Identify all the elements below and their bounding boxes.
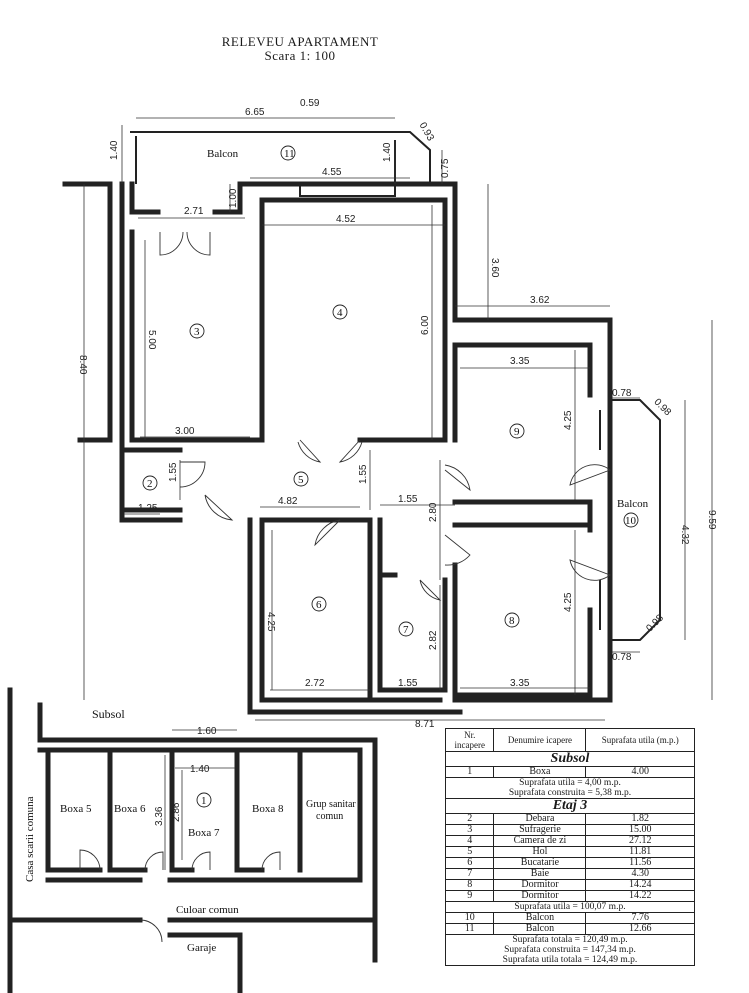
room-labels: Balcon 11 3 4 2 5 9 Balcon 10 6 7 8 — [142, 145, 649, 637]
grup-sanitar-label: Grup sanitar — [306, 799, 356, 810]
dim-4-25-c: 4.25 — [265, 612, 276, 632]
dimension-labels: 6.65 0.59 0.93 1.40 1.40 0.75 4.55 1.00 … — [77, 98, 717, 730]
balcon-right-label: Balcon — [617, 498, 649, 510]
room-2-number: 2 — [147, 478, 153, 490]
dim-9-59: 9.59 — [706, 510, 717, 530]
boxa-8-label: Boxa 8 — [252, 803, 284, 815]
dim-4-55: 4.55 — [322, 167, 342, 178]
garaje-label: Garaje — [187, 942, 216, 954]
section-subsol: Subsol — [445, 751, 695, 767]
dim-4-52: 4.52 — [336, 214, 356, 225]
grup-sanitar-comun-label: comun — [316, 811, 343, 822]
dim-3-35-b: 3.35 — [510, 678, 530, 689]
basement-dim-2-86: 2.86 — [171, 802, 182, 822]
dim-4-25-a: 4.25 — [563, 410, 574, 430]
dim-4-82: 4.82 — [278, 496, 298, 507]
room-6-number: 6 — [316, 599, 322, 611]
dim-4-25-b: 4.25 — [563, 592, 574, 612]
area-table: Nr.incapere Denumire icapere Suprafata u… — [444, 728, 695, 966]
subsol-util: Suprafata utila = 4,00 m.p.Suprafata con… — [445, 777, 695, 799]
dim-4-32: 4.32 — [679, 525, 690, 545]
dim-8-40: 8.40 — [77, 355, 88, 375]
dim-0-75: 0.75 — [440, 158, 451, 178]
balcon-top-label: Balcon — [207, 148, 239, 160]
subsol-title: Subsol — [92, 707, 125, 721]
basement-plan: Subsol 1.60 1.40 3.36 2.86 Boxa 5 Boxa 6… — [7, 687, 378, 993]
totals: Suprafata totala = 120,49 m.p.Suprafata … — [445, 934, 695, 966]
dim-1-40-b: 1.40 — [382, 142, 393, 162]
dim-6-65: 6.65 — [245, 107, 265, 118]
etaj-util: Suprafata utila = 100,07 m.p. — [445, 901, 695, 913]
section-etaj: Etaj 3 — [445, 798, 695, 814]
basement-dim-1-60: 1.60 — [197, 726, 217, 737]
room-3-number: 3 — [194, 326, 200, 338]
dim-3-00: 3.00 — [175, 426, 195, 437]
dim-3-60: 3.60 — [489, 258, 500, 278]
boxa-7-label: Boxa 7 — [188, 827, 220, 839]
room-5-number: 5 — [298, 474, 304, 486]
room-7-number: 7 — [403, 624, 409, 636]
header-nr: Nr.incapere — [444, 728, 495, 752]
dim-6-00: 6.00 — [420, 315, 431, 335]
dim-3-62: 3.62 — [530, 295, 550, 306]
culoar-comun-label: Culoar comun — [176, 904, 239, 916]
basement-dim-1-40: 1.40 — [190, 764, 210, 775]
boxa-5-label: Boxa 5 — [60, 803, 92, 815]
dim-5-00: 5.00 — [146, 330, 157, 350]
dim-1-55-a: 1.55 — [168, 462, 179, 482]
dim-2-71: 2.71 — [184, 206, 204, 217]
room-4-number: 4 — [337, 307, 343, 319]
dim-2-82: 2.82 — [428, 630, 439, 650]
dim-1-55-d: 1.55 — [398, 678, 418, 689]
boxa-7-number: 1 — [201, 795, 207, 807]
dim-2-72: 2.72 — [305, 678, 325, 689]
dim-0-78-a: 0.78 — [612, 388, 632, 399]
plan-scale: Scara 1: 100 — [264, 48, 336, 63]
table-row: 1 Boxa 4.00 — [444, 766, 695, 778]
dim-2-80: 2.80 — [428, 502, 439, 522]
dim-1-25: 1.25 — [138, 503, 158, 514]
dim-3-35-a: 3.35 — [510, 356, 530, 367]
dimension-lines — [83, 117, 713, 721]
basement-dim-3-36: 3.36 — [154, 806, 165, 826]
dim-1-55-b: 1.55 — [358, 464, 369, 484]
plan-title: RELEVEU APARTAMENT — [221, 34, 379, 49]
apartment-walls — [62, 131, 661, 715]
room-11-number: 11 — [284, 148, 295, 160]
room-10-number: 10 — [625, 515, 637, 527]
header-suprafata: Suprafata utila (m.p.) — [585, 728, 695, 752]
table-header-row: Nr.incapere Denumire icapere Suprafata u… — [444, 728, 695, 752]
casa-scarii-label: Casa scarii comuna — [24, 796, 36, 882]
dim-1-55-c: 1.55 — [398, 494, 418, 505]
header-denumire: Denumire icapere — [493, 728, 587, 752]
room-8-number: 8 — [509, 615, 515, 627]
dim-0-98-b: 0.98 — [644, 612, 666, 634]
boxa-6-label: Boxa 6 — [114, 803, 146, 815]
dim-1-40-a: 1.40 — [109, 140, 120, 160]
dim-1-00: 1.00 — [228, 188, 239, 208]
doors — [159, 231, 611, 601]
dim-8-71: 8.71 — [415, 719, 435, 730]
dim-0-78-b: 0.78 — [612, 652, 632, 663]
dim-0-59: 0.59 — [300, 98, 320, 109]
room-9-number: 9 — [514, 426, 520, 438]
